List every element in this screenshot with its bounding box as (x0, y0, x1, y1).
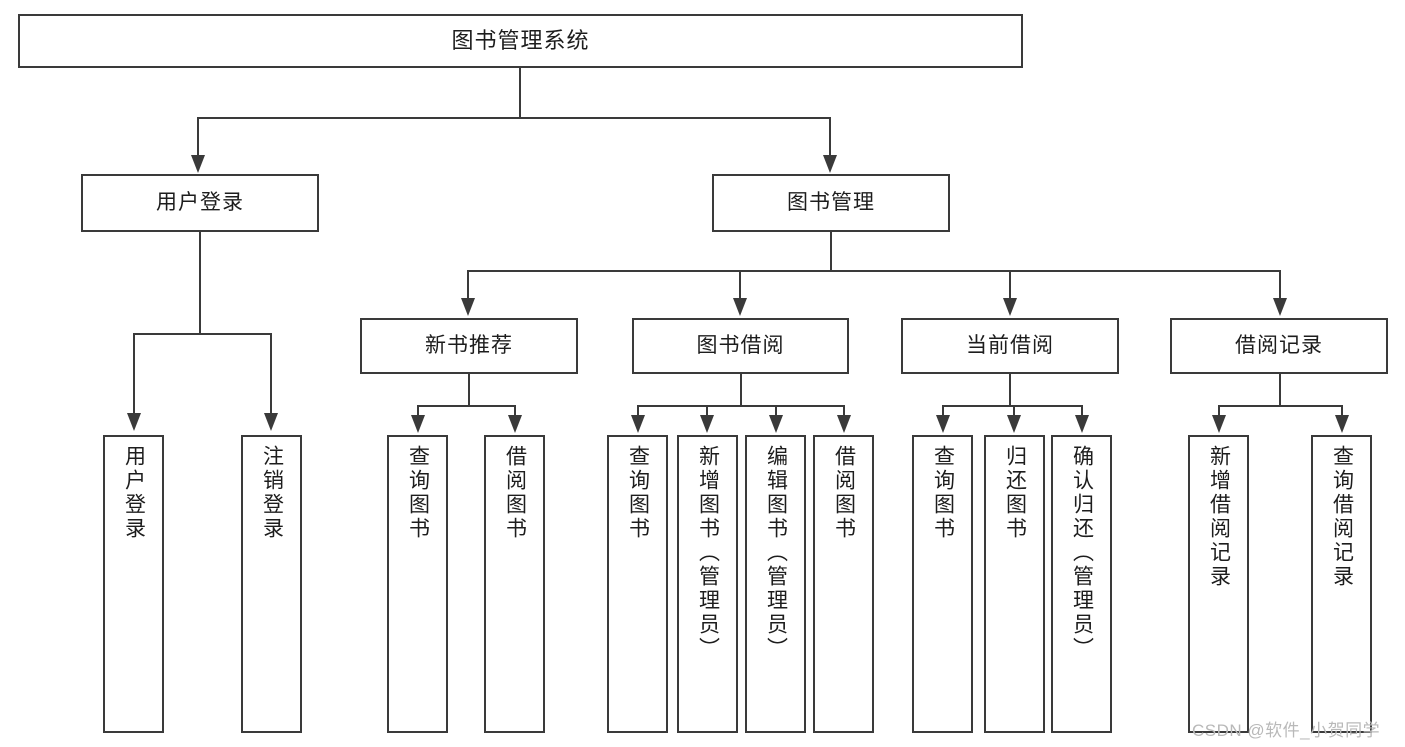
connector-new-book-bus (417, 405, 515, 407)
node-label: 用户登录 (156, 190, 244, 214)
arrow-to-current-borrow (1003, 298, 1017, 316)
arrow-leaf-borrow-book-2 (837, 415, 851, 433)
connector-current-borrow-child-2 (1013, 405, 1015, 417)
arrow-leaf-borrow-book-1 (508, 415, 522, 433)
leaf-label: 查询图书 (626, 445, 650, 541)
node-new-book-recommend[interactable]: 新书推荐 (360, 318, 578, 374)
connector-to-borrow-record (1279, 270, 1281, 300)
connector-to-book-manage (829, 117, 831, 157)
connector-root-bus (197, 117, 831, 119)
connector-new-book-stem (468, 374, 470, 406)
leaf-label: 归还图书 (1003, 445, 1027, 541)
connector-borrow-book-bus (637, 405, 844, 407)
leaf-label: 查询图书 (406, 445, 430, 541)
leaf-label: 编辑图书（管理员） (764, 445, 788, 661)
connector-to-borrow-book (739, 270, 741, 300)
arrow-leaf-query-record (1335, 415, 1349, 433)
arrow-leaf-add-record (1212, 415, 1226, 433)
node-user-login[interactable]: 用户登录 (81, 174, 319, 232)
node-borrow-record[interactable]: 借阅记录 (1170, 318, 1388, 374)
leaf-query-book-current[interactable]: 查询图书 (912, 435, 973, 733)
connector-to-current-borrow (1009, 270, 1011, 300)
connector-current-borrow-child-3 (1081, 405, 1083, 417)
arrow-leaf-query-book-3 (936, 415, 950, 433)
leaf-add-borrow-record[interactable]: 新增借阅记录 (1188, 435, 1249, 733)
connector-root-stem (519, 68, 521, 118)
connector-borrow-book-child-2 (706, 405, 708, 417)
leaf-query-book-new[interactable]: 查询图书 (387, 435, 448, 733)
arrow-leaf-query-book-2 (631, 415, 645, 433)
connector-current-borrow-stem (1009, 374, 1011, 406)
leaf-label: 借阅图书 (832, 445, 856, 541)
connector-to-user-login (197, 117, 199, 157)
leaf-edit-book-admin[interactable]: 编辑图书（管理员） (745, 435, 806, 733)
arrow-leaf-return-book (1007, 415, 1021, 433)
arrow-leaf-confirm-return (1075, 415, 1089, 433)
connector-borrow-record-bus (1218, 405, 1342, 407)
leaf-label: 注销登录 (260, 445, 284, 541)
node-label: 图书借阅 (696, 333, 785, 357)
leaf-label: 新增图书（管理员） (696, 445, 720, 661)
node-label: 图书管理系统 (451, 28, 590, 54)
connector-borrow-book-child-4 (843, 405, 845, 417)
leaf-query-book-borrow[interactable]: 查询图书 (607, 435, 668, 733)
arrow-to-new-book (461, 298, 475, 316)
connector-borrow-record-child-2 (1341, 405, 1343, 417)
node-book-borrow[interactable]: 图书借阅 (632, 318, 849, 374)
connector-borrow-book-child-3 (775, 405, 777, 417)
connector-user-login-child-2 (270, 333, 272, 415)
arrow-to-user-login (191, 155, 205, 173)
leaf-confirm-return-admin[interactable]: 确认归还（管理员） (1051, 435, 1112, 733)
leaf-logout[interactable]: 注销登录 (241, 435, 302, 733)
arrow-leaf-user-login (127, 413, 141, 431)
connector-borrow-record-stem (1279, 374, 1281, 406)
connector-borrow-record-child-1 (1218, 405, 1220, 417)
connector-book-manage-bus (467, 270, 1281, 272)
connector-to-new-book (467, 270, 469, 300)
node-book-management[interactable]: 图书管理 (712, 174, 950, 232)
arrow-leaf-add-book (700, 415, 714, 433)
node-label: 新书推荐 (425, 333, 513, 357)
node-label: 图书管理 (787, 190, 875, 214)
leaf-label: 新增借阅记录 (1207, 445, 1231, 589)
leaf-return-book[interactable]: 归还图书 (984, 435, 1045, 733)
leaf-borrow-book[interactable]: 借阅图书 (813, 435, 874, 733)
leaf-label: 用户登录 (122, 445, 146, 541)
connector-borrow-book-stem (740, 374, 742, 406)
node-current-borrow[interactable]: 当前借阅 (901, 318, 1119, 374)
leaf-label: 查询借阅记录 (1330, 445, 1354, 589)
leaf-borrow-book-new[interactable]: 借阅图书 (484, 435, 545, 733)
leaf-label: 确认归还（管理员） (1070, 445, 1094, 661)
leaf-user-login[interactable]: 用户登录 (103, 435, 164, 733)
arrow-leaf-query-book-1 (411, 415, 425, 433)
connector-user-login-child-1 (133, 333, 135, 415)
node-label: 借阅记录 (1235, 333, 1323, 357)
connector-user-login-bus (133, 333, 271, 335)
node-label: 当前借阅 (966, 333, 1054, 357)
connector-book-manage-stem (830, 232, 832, 271)
connector-new-book-child-2 (514, 405, 516, 417)
node-root-system[interactable]: 图书管理系统 (18, 14, 1023, 68)
connector-current-borrow-bus (942, 405, 1082, 407)
leaf-query-borrow-record[interactable]: 查询借阅记录 (1311, 435, 1372, 733)
connector-current-borrow-child-1 (942, 405, 944, 417)
arrow-to-borrow-book (733, 298, 747, 316)
connector-user-login-stem (199, 232, 201, 334)
arrow-to-borrow-record (1273, 298, 1287, 316)
arrow-leaf-logout (264, 413, 278, 431)
leaf-add-book-admin[interactable]: 新增图书（管理员） (677, 435, 738, 733)
arrow-leaf-edit-book (769, 415, 783, 433)
arrow-to-book-manage (823, 155, 837, 173)
leaf-label: 查询图书 (931, 445, 955, 541)
leaf-label: 借阅图书 (503, 445, 527, 541)
csdn-watermark: CSDN @软件_小贺同学 (1192, 721, 1381, 740)
connector-new-book-child-1 (417, 405, 419, 417)
connector-borrow-book-child-1 (637, 405, 639, 417)
